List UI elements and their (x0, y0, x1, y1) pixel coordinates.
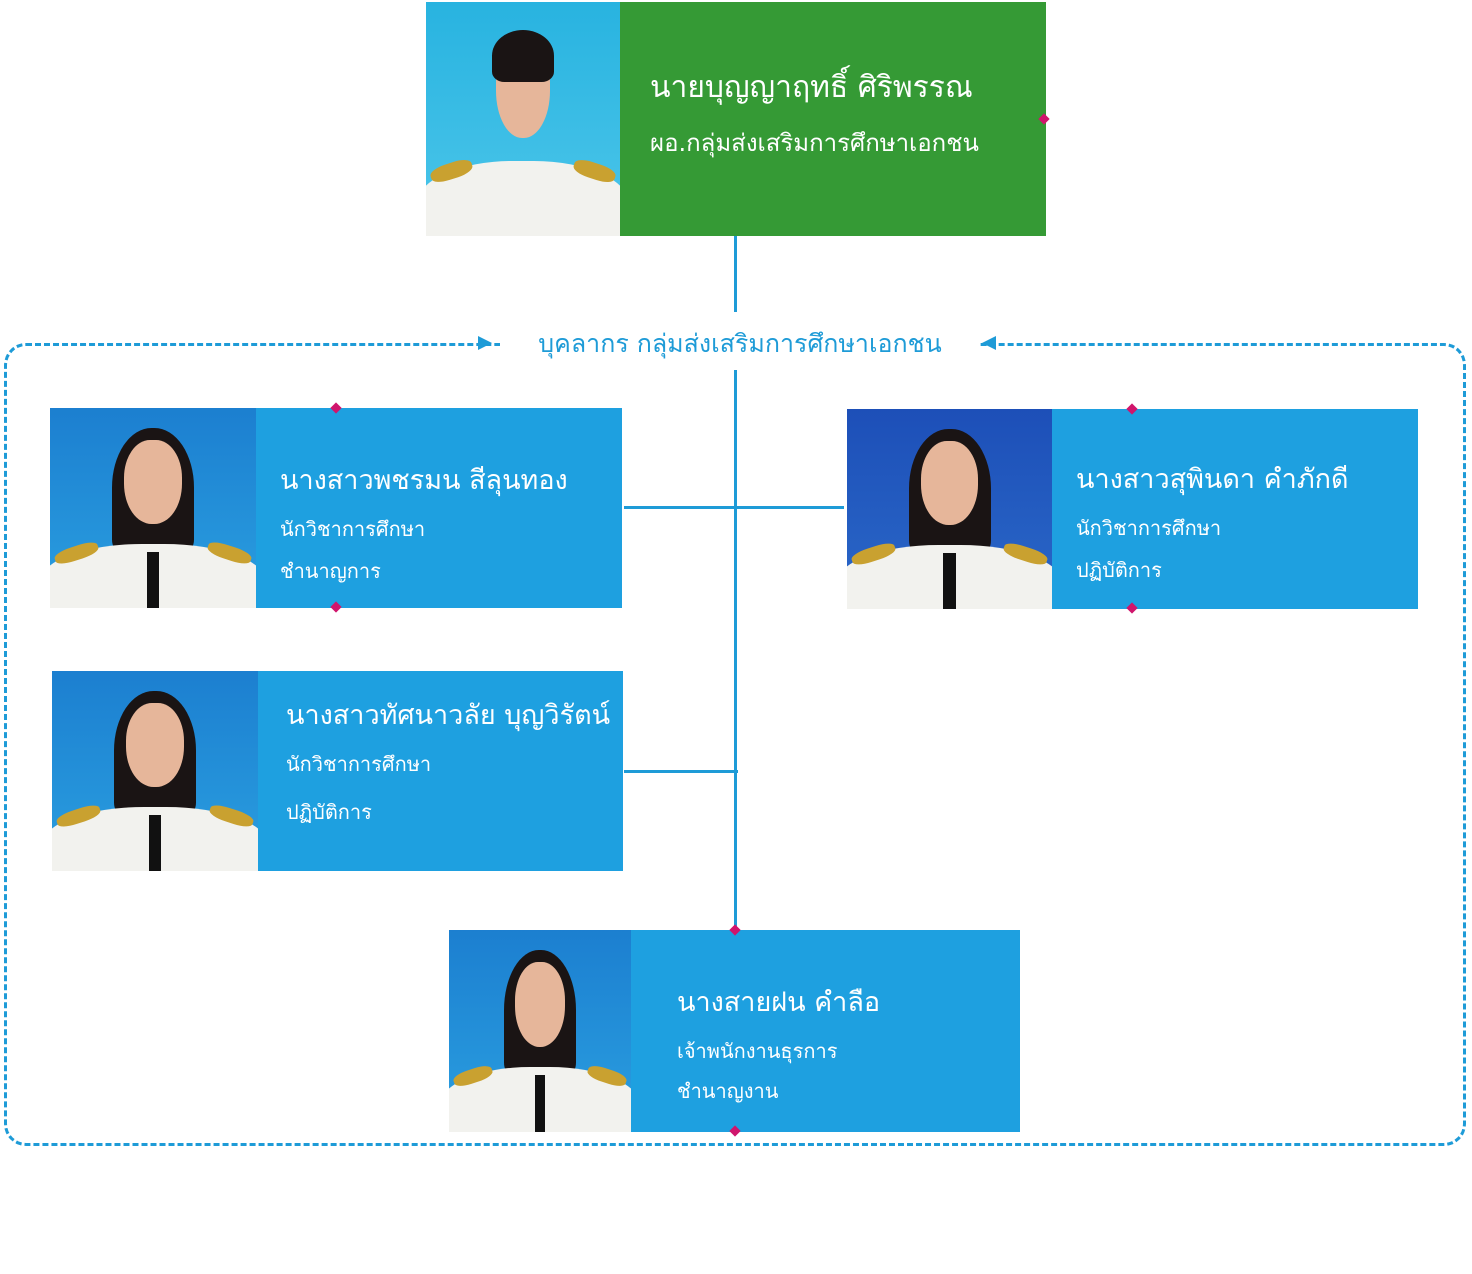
staff-name: นางสาวทัศนาวลัย บุญวิรัตน์ (286, 700, 611, 731)
head-position: ผอ.กลุ่มส่งเสริมการศึกษาเอกชน (650, 129, 979, 157)
staff-level: ปฏิบัติการ (1076, 558, 1162, 582)
arrow-right-icon (478, 336, 492, 350)
staff-level: ปฏิบัติการ (286, 800, 372, 824)
arrow-left-icon (982, 336, 996, 350)
group-title: บุคลากร กลุ่มส่งเสริมการศึกษาเอกชน (500, 326, 980, 362)
staff-position: นักวิชาการศึกษา (1076, 516, 1222, 540)
head-photo (426, 2, 620, 236)
staff-position: เจ้าพนักงานธุรการ (677, 1039, 838, 1063)
staff-card: นางสาวพชรมน สีลุนทอง นักวิชาการศึกษา ชำน… (256, 408, 622, 608)
head-name: นายบุญญาฤทธิ์ ศิริพรรณ (650, 70, 973, 105)
head-card: นายบุญญาฤทธิ์ ศิริพรรณ ผอ.กลุ่มส่งเสริมก… (620, 2, 1046, 236)
connector-row2 (624, 770, 738, 773)
staff-level: ชำนาญงาน (677, 1079, 779, 1103)
staff-card: นางสาวสุพินดา คำภักดี นักวิชาการศึกษา ปฏ… (1052, 409, 1418, 609)
connector-row1 (624, 506, 844, 509)
staff-photo (52, 671, 258, 871)
staff-level: ชำนาญการ (280, 559, 381, 583)
staff-photo (449, 930, 631, 1132)
staff-position: นักวิชาการศึกษา (280, 517, 426, 541)
staff-photo (847, 409, 1052, 609)
staff-name: นางสายฝน คำลือ (677, 987, 881, 1018)
staff-position: นักวิชาการศึกษา (286, 752, 432, 776)
connector-trunk (734, 370, 737, 930)
staff-card: นางสายฝน คำลือ เจ้าพนักงานธุรการ ชำนาญงา… (631, 930, 1020, 1132)
connector-head-down (734, 236, 737, 312)
staff-card: นางสาวทัศนาวลัย บุญวิรัตน์ นักวิชาการศึก… (258, 671, 623, 871)
staff-photo (50, 408, 256, 608)
staff-name: นางสาวพชรมน สีลุนทอง (280, 465, 568, 496)
staff-name: นางสาวสุพินดา คำภักดี (1076, 464, 1349, 495)
